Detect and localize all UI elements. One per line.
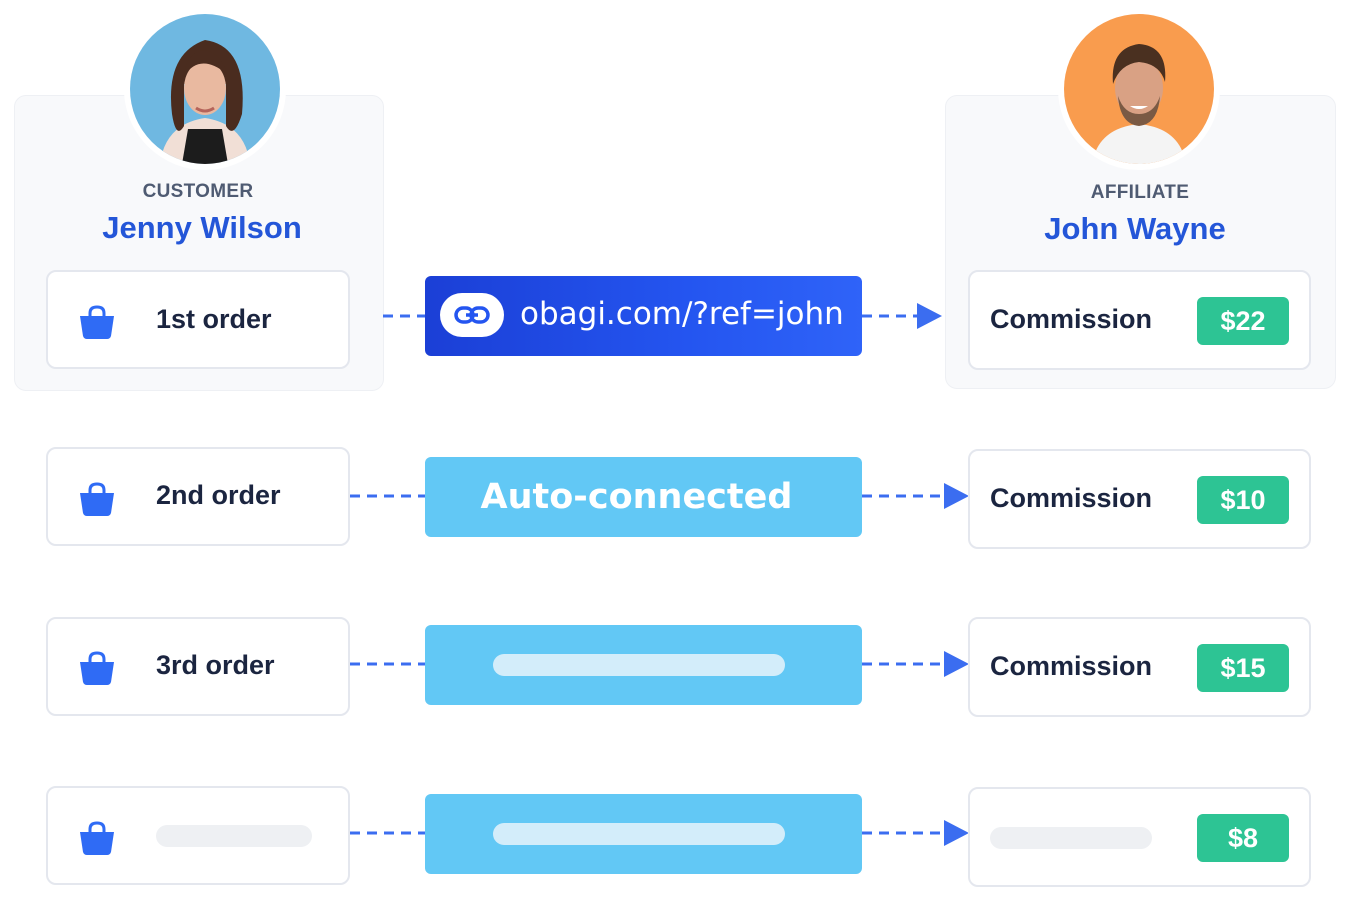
order-label-placeholder (156, 825, 312, 847)
connector-placeholder-bar (492, 654, 785, 676)
referral-link-text[interactable]: obagi.com/?ref=john (520, 296, 844, 332)
commission-label: Commission (990, 651, 1153, 681)
arrow-right-icon (944, 483, 969, 509)
commission-card-4[interactable]: $8 (968, 787, 1311, 887)
commission-label: Commission (990, 483, 1153, 513)
link-icon (440, 293, 504, 337)
referral-link-connector[interactable]: obagi.com/?ref=john (425, 276, 862, 356)
commission-card-2[interactable]: Commission $10 (968, 449, 1311, 549)
customer-name: Jenny Wilson (102, 210, 302, 245)
arrow-right-icon (917, 303, 942, 329)
shopping-bag-icon (80, 482, 114, 516)
order-label: 2nd order (156, 480, 281, 510)
commission-card-1[interactable]: Commission $22 (968, 270, 1311, 370)
order-card-1[interactable]: 1st order (46, 270, 350, 369)
commission-amount-badge: $22 (1197, 297, 1289, 345)
order-card-4[interactable] (46, 786, 350, 885)
affiliate-avatar (1058, 8, 1220, 170)
commission-label-placeholder (990, 827, 1152, 849)
shopping-bag-icon (80, 821, 114, 855)
affiliate-role-label: AFFILIATE (1090, 182, 1190, 203)
auto-connected-label: Auto-connected (480, 477, 793, 517)
arrow-right-icon (944, 820, 969, 846)
customer-role-label: CUSTOMER (142, 181, 254, 202)
customer-avatar (124, 8, 286, 170)
connector-placeholder-bar (492, 823, 785, 845)
order-label: 3rd order (156, 650, 275, 680)
commission-card-3[interactable]: Commission $15 (968, 617, 1311, 717)
commission-label: Commission (990, 304, 1153, 334)
commission-amount-badge: $15 (1197, 644, 1289, 692)
order-card-2[interactable]: 2nd order (46, 447, 350, 546)
shopping-bag-icon (80, 651, 114, 685)
order-card-3[interactable]: 3rd order (46, 617, 350, 716)
order-label: 1st order (156, 304, 272, 334)
auto-connected-connector: Auto-connected (425, 457, 862, 537)
arrow-right-icon (944, 651, 969, 677)
pending-connector (425, 625, 862, 705)
affiliate-name: John Wayne (1044, 211, 1226, 246)
pending-connector (425, 794, 862, 874)
commission-amount-badge: $8 (1197, 814, 1289, 862)
commission-amount-badge: $10 (1197, 476, 1289, 524)
shopping-bag-icon (80, 305, 114, 339)
